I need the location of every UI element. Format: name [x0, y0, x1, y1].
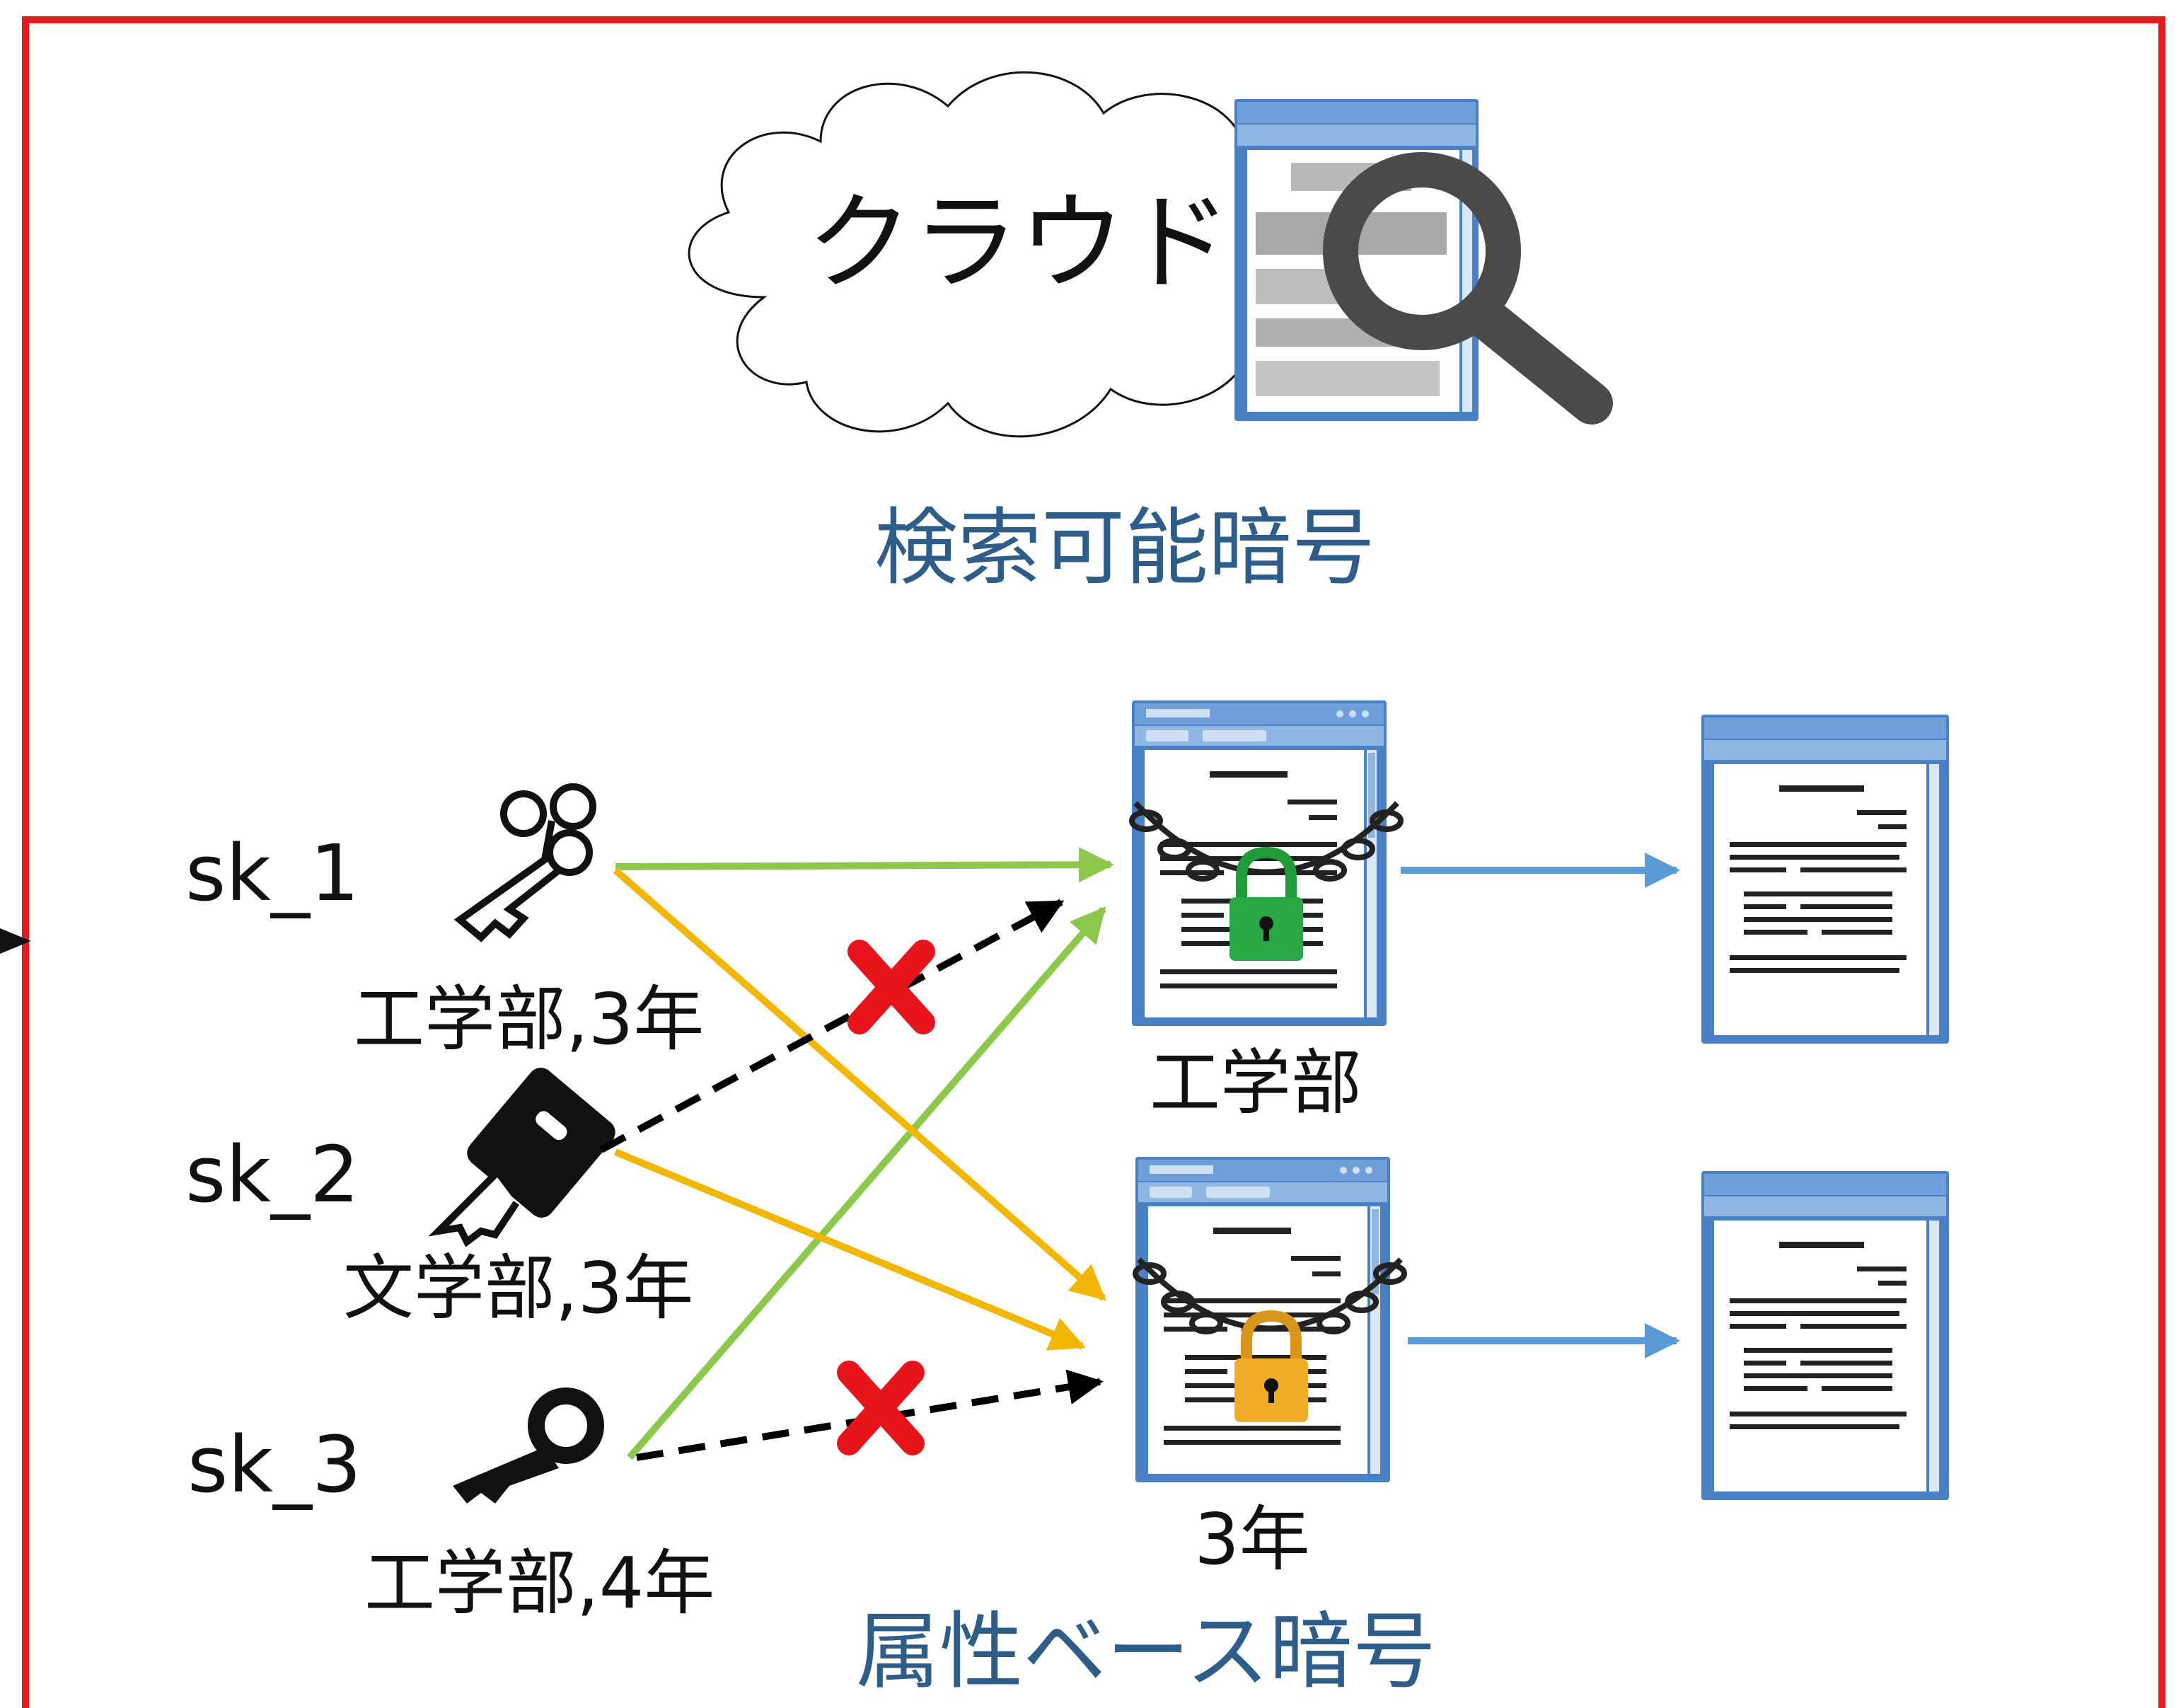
ornate-key-icon — [453, 783, 596, 942]
chain-icon — [1133, 1257, 1407, 1334]
black-key-icon — [428, 1068, 615, 1247]
green-padlock-icon — [1230, 846, 1303, 961]
orange-padlock-icon — [1234, 1310, 1308, 1422]
key-attrs-sk3: 工学部,4年 — [364, 1542, 715, 1625]
key-id-sk1: sk_1 — [185, 828, 359, 918]
arrow-sk1-to-dept-doc — [615, 847, 1114, 883]
key-attrs-sk2: 文学部,3年 — [343, 1247, 693, 1329]
arrow-sk2-to-dept-doc-denied — [599, 899, 1065, 1153]
locked-document-dept — [1132, 700, 1387, 1026]
deny-x-icon — [847, 940, 935, 1034]
round-key-icon — [453, 1387, 604, 1504]
abe-title: 属性ベース暗号 — [856, 1603, 1436, 1700]
left-edge-arrow-icon — [0, 928, 31, 954]
cloud-label: クラウド — [806, 182, 1231, 305]
chain-icon — [1129, 801, 1404, 882]
key-id-sk2: sk_2 — [185, 1129, 359, 1220]
plaintext-document-dept — [1701, 715, 1949, 1044]
deny-x-icon — [837, 1361, 925, 1455]
key-attrs-sk1: 工学部,3年 — [354, 978, 704, 1061]
plaintext-document-year — [1701, 1171, 1949, 1500]
arrow-sk2-to-year-doc — [614, 1148, 1086, 1351]
locked-document-year-label: 3年 — [1194, 1498, 1310, 1581]
key-id-sk3: sk_3 — [187, 1419, 361, 1510]
locked-document-dept-label: 工学部 — [1150, 1041, 1362, 1124]
arrow-sk1-to-year-doc — [613, 867, 1106, 1301]
searchable-encryption-title: 検索可能暗号 — [874, 499, 1375, 596]
arrow-sk3-to-dept-doc — [627, 906, 1106, 1460]
outer-frame — [22, 16, 2165, 1708]
magnifier-icon — [1323, 152, 1613, 425]
